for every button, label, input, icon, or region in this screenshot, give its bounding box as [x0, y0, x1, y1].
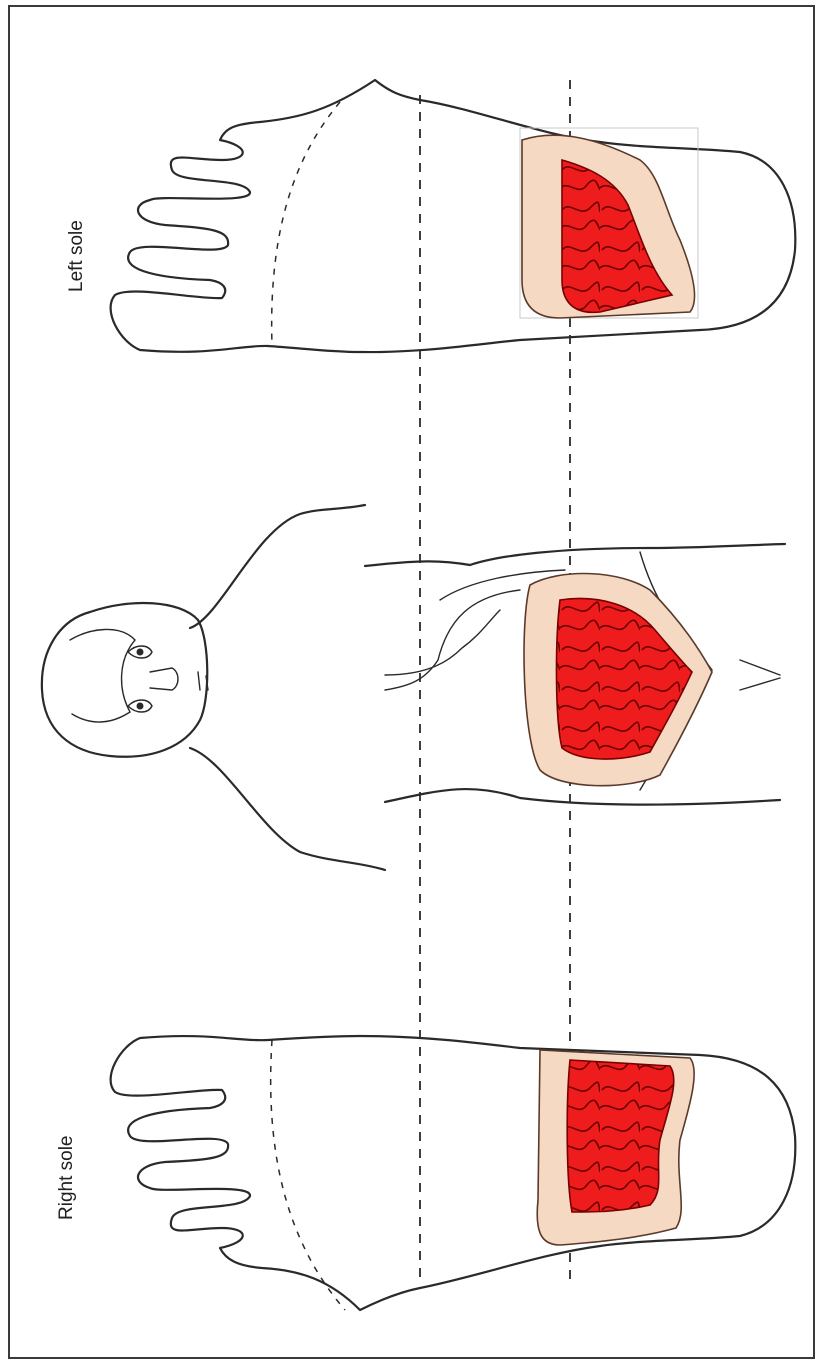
- left-sole-outline: [111, 80, 796, 352]
- nose: [150, 668, 178, 690]
- right-sole: Right sole: [56, 1036, 795, 1310]
- groin-mark: [740, 660, 780, 690]
- human-torso: [42, 505, 785, 870]
- right-sole-label: Right sole: [56, 1136, 77, 1221]
- left-sole: Left sole: [66, 80, 795, 352]
- arm-line-top: [385, 590, 520, 690]
- neck-shoulder-top: [190, 505, 365, 628]
- neck-shoulder-bottom: [190, 748, 385, 870]
- torso-side-top: [365, 544, 785, 566]
- left-sole-toe-line: [272, 102, 340, 345]
- left-sole-label: Left sole: [66, 220, 87, 292]
- head-outline: [42, 603, 207, 757]
- arm-line-bottom: [385, 610, 500, 675]
- hairline: [70, 629, 135, 722]
- torso-side-bottom: [385, 789, 780, 805]
